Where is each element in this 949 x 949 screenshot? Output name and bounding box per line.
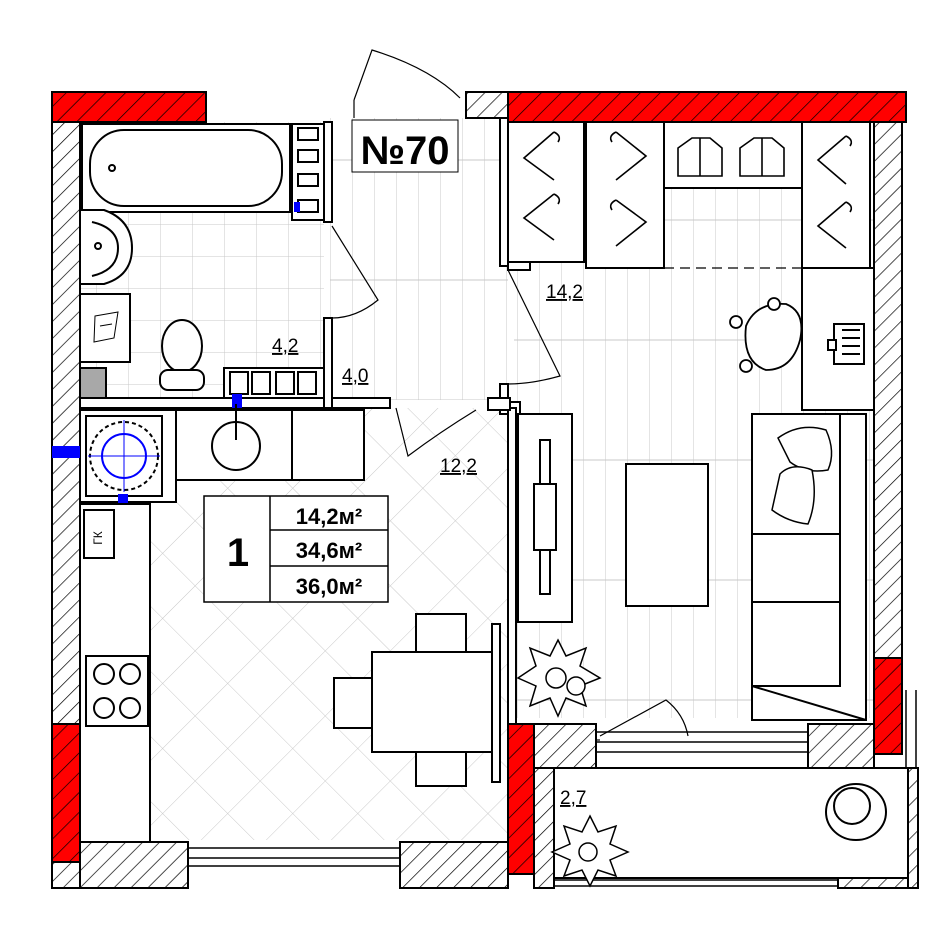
boiler <box>79 409 177 503</box>
hallway-area-label: 4,0 <box>342 366 368 387</box>
load-bearing-walls <box>51 91 907 875</box>
wardrobe <box>507 121 871 269</box>
bathroom-area-label: 4,2 <box>272 336 298 357</box>
desk <box>801 267 875 411</box>
bathtub <box>81 123 291 213</box>
bathroom-door <box>331 225 379 319</box>
hanger-icon <box>522 131 853 249</box>
gas-riser-label: ГК <box>91 531 105 545</box>
bedroom-door <box>507 269 561 385</box>
coffee-table <box>625 463 709 607</box>
balcony-railing <box>553 767 909 879</box>
utility-box <box>79 367 107 399</box>
water-riser-marker <box>294 202 300 212</box>
room-count: 1 <box>227 531 249 575</box>
utility-shelf <box>223 367 325 399</box>
exterior-walls <box>51 91 919 889</box>
apartment-number: №70 <box>360 129 449 173</box>
sewer-riser-marker <box>232 394 242 408</box>
kitchen-area-label: 12,2 <box>440 456 477 477</box>
balcony-area-label: 2,7 <box>560 788 586 809</box>
bathroom-shelf <box>291 123 325 221</box>
apartment-info-box <box>203 495 389 603</box>
kitchen-door <box>395 407 477 458</box>
washbasin <box>79 209 134 285</box>
armchair <box>825 783 887 841</box>
windows <box>188 690 917 887</box>
sofa <box>751 413 867 721</box>
balcony-door <box>596 699 689 741</box>
entry-door <box>353 49 461 118</box>
washing-machine <box>79 293 131 363</box>
total-area-with-balcony-value: 36,0м² <box>296 574 362 599</box>
dining-table <box>333 613 501 787</box>
tv-stand <box>517 413 573 623</box>
stove <box>93 663 141 719</box>
desk-chair <box>729 297 803 373</box>
toilet <box>159 319 205 391</box>
balcony-plant-icon <box>550 814 630 888</box>
gas-riser-marker-bottom <box>118 494 128 504</box>
apartment-number-box <box>351 119 459 173</box>
kitchen-sink <box>175 404 365 481</box>
living-area-value: 14,2м² <box>296 504 362 529</box>
total-area-value: 34,6м² <box>296 538 362 563</box>
plant-icon <box>516 638 602 718</box>
bedroom-area-label: 14,2 <box>546 282 583 303</box>
gas-riser-marker-left <box>52 446 80 458</box>
